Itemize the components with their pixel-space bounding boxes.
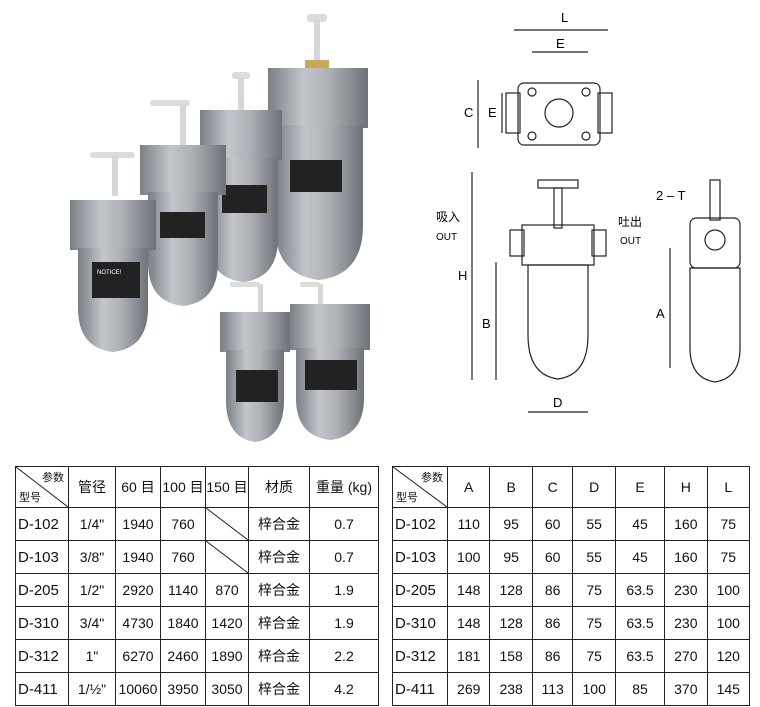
table-header: 参数 型号 A B C D E H L xyxy=(392,466,751,508)
dim-A: A xyxy=(656,306,665,321)
col-B: B xyxy=(489,466,533,508)
table-row: D-310 3/4" 4730 1840 1420 梓合金 1.9 xyxy=(15,606,379,640)
dim-H: H xyxy=(458,268,467,283)
col-C: C xyxy=(531,466,574,508)
col-L: L xyxy=(706,466,751,508)
filter-small-medium xyxy=(140,100,226,306)
col-100: 100 目 xyxy=(160,466,206,508)
corner-cell: 参数 型号 xyxy=(15,466,69,508)
notice-label: NOTICE! xyxy=(97,270,122,276)
dim-E2: E xyxy=(488,105,497,120)
table-row: D-312 1" 6270 2460 1890 梓合金 2.2 xyxy=(15,639,379,673)
outlet-label-en: OUT xyxy=(620,236,641,247)
filter-bottom-right xyxy=(290,282,370,440)
inlet-label-en: OUT xyxy=(436,232,457,243)
spec-table-flow: 参数 型号 管径 60 目 100 目 150 目 材质 重量 (kg) D-1… xyxy=(15,466,379,706)
col-E: E xyxy=(614,466,666,508)
empty-cell xyxy=(205,507,249,541)
col-H: H xyxy=(664,466,708,508)
col-pipe: 管径 xyxy=(68,466,116,508)
col-material: 材质 xyxy=(248,466,310,508)
table-row: D-411 1/½" 10060 3950 3050 梓合金 4.2 xyxy=(15,672,379,706)
technical-drawing: L E C E H B D 吸入 OUT 2 – T A 吐出 OUT xyxy=(436,10,741,413)
empty-cell xyxy=(205,540,249,574)
front-view xyxy=(471,172,607,413)
dim-D: D xyxy=(553,395,562,410)
dim-C: C xyxy=(464,105,473,120)
col-A: A xyxy=(446,466,491,508)
table-row: D-102 1/4" 1940 760 梓合金 0.7 xyxy=(15,507,379,541)
outlet-label-cn: 吐出 xyxy=(618,215,642,229)
corner-cell: 参数 型号 xyxy=(392,466,448,508)
filter-large xyxy=(268,14,368,280)
col-60: 60 目 xyxy=(115,466,161,508)
col-150: 150 目 xyxy=(205,466,249,508)
table-row: D-205 1/2" 2920 1140 870 梓合金 1.9 xyxy=(15,573,379,607)
dim-T: 2 – T xyxy=(656,188,685,203)
col-weight: 重量 (kg) xyxy=(309,466,379,508)
top-view xyxy=(477,29,613,148)
dim-L: L xyxy=(561,10,568,25)
filter-bottom-left xyxy=(220,282,290,442)
product-photo: NOTICE! xyxy=(70,14,370,442)
table-header: 参数 型号 管径 60 目 100 目 150 目 材质 重量 (kg) xyxy=(15,466,379,508)
side-view xyxy=(669,179,741,383)
dim-B: B xyxy=(482,316,491,331)
table-row: D-103 3/8" 1940 760 梓合金 0.7 xyxy=(15,540,379,574)
dim-E: E xyxy=(556,36,565,51)
filter-small: NOTICE! xyxy=(70,152,156,352)
inlet-label-cn: 吸入 xyxy=(436,210,460,224)
col-D: D xyxy=(572,466,616,508)
filter-medium xyxy=(200,72,282,282)
